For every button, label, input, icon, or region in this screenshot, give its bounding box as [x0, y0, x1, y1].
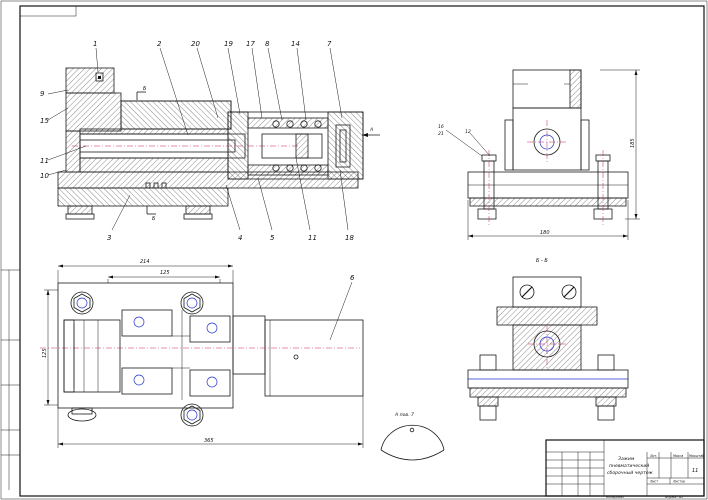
label-17: 17 [246, 40, 255, 48]
spring [272, 120, 322, 172]
label-18: 18 [345, 234, 354, 242]
col-mass: Масса [673, 454, 683, 458]
label-16: 16 [438, 124, 444, 130]
copied-label: Копировал [606, 495, 624, 499]
label-14: 14 [291, 40, 300, 48]
label-19: 19 [224, 40, 233, 48]
side-view: 180 185 16 21 12 [438, 69, 640, 240]
dim-side-width: 180 [540, 230, 550, 236]
dim-side-height: 185 [630, 138, 636, 148]
col-sheet: Лист [649, 480, 658, 484]
col-scale: Масштаб [689, 454, 704, 458]
dim-left-height: 125 [42, 348, 48, 358]
section-b-b-title: Б - Б [536, 258, 548, 264]
label-6: 6 [350, 274, 355, 282]
view-arrow-label: A [369, 127, 373, 133]
col-sheets: Листов [672, 480, 685, 484]
plan-bolt-top-left [70, 291, 94, 315]
label-12: 12 [465, 129, 471, 135]
drawing-name-2: пневматический [609, 463, 649, 469]
label-15: 15 [40, 117, 49, 125]
sheet-number: 11 [692, 468, 698, 474]
label-20: 20 [191, 40, 200, 48]
label-11-left: 11 [40, 157, 49, 165]
label-1: 1 [93, 40, 97, 48]
label-3: 3 [107, 234, 111, 242]
label-2: 2 [157, 40, 162, 48]
label-10: 10 [40, 172, 49, 180]
view-a-detail: A пов. 7 [380, 412, 445, 461]
plan-bolt-bottom-right [180, 403, 204, 427]
dim-inner-width: 125 [160, 270, 170, 276]
plan-bolt-top-right [180, 291, 204, 315]
section-b-b: Б - Б [467, 258, 629, 421]
dim-top-width: 214 [140, 259, 150, 265]
label-11-right: 11 [308, 234, 317, 242]
label-5: 5 [270, 234, 275, 242]
part-labels: 1 2 20 19 17 8 14 7 9 15 11 10 3 4 5 11 … [40, 40, 354, 242]
col-lit: Лит. [649, 454, 657, 458]
label-4: 4 [238, 234, 242, 242]
drawing-name-1: Зажим [618, 456, 635, 462]
plan-view: 214 125 125 365 6 [40, 259, 364, 448]
title-block: Лит. Масса Масштаб Лист Листов 11 Зажим … [545, 439, 705, 499]
drawing-name-3: сборочный чертеж [607, 470, 654, 476]
dim-bottom-width: 365 [204, 438, 214, 444]
label-9: 9 [40, 90, 45, 98]
label-8: 8 [265, 40, 270, 48]
plan-bolt-bottom-left [67, 407, 97, 422]
section-mark-top: Б [143, 86, 147, 92]
label-21: 21 [438, 131, 444, 137]
section-mark-bottom: Б [152, 216, 156, 222]
view-a-title: A пов. 7 [394, 412, 414, 418]
format-label: Формат А1 [665, 495, 683, 499]
main-section-view: Б Б A [57, 67, 380, 222]
label-7: 7 [327, 40, 332, 48]
